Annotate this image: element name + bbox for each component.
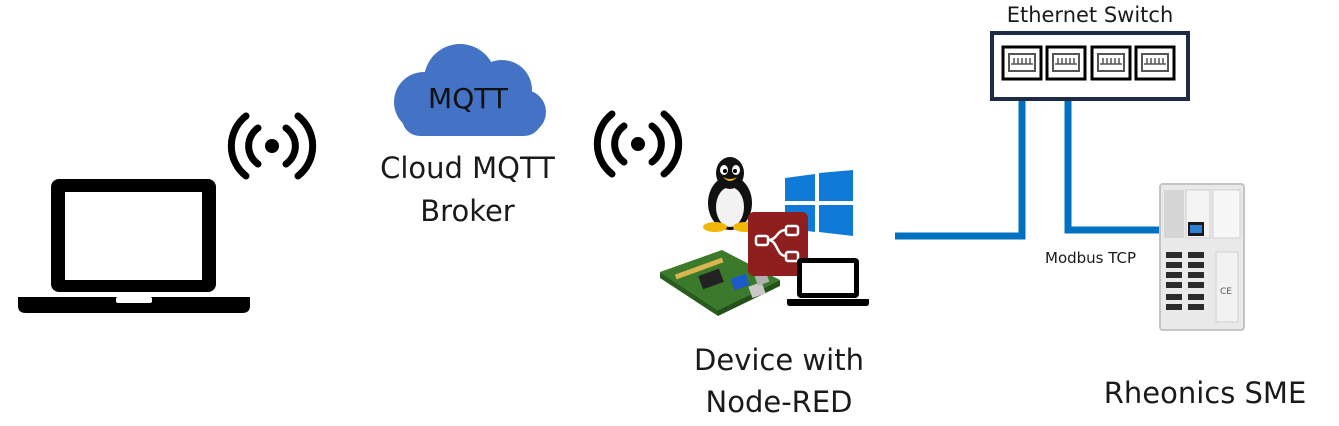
broker-label-line1: Cloud MQTT bbox=[380, 151, 555, 185]
din-rail-module-icon: CE bbox=[1159, 183, 1245, 331]
wireless-signal-icon bbox=[593, 110, 683, 178]
switch-label: Ethernet Switch bbox=[1006, 3, 1174, 27]
wireless-signal-icon bbox=[227, 112, 317, 180]
modbus-tcp-label: Modbus TCP bbox=[1045, 249, 1137, 267]
ethernet-port-icon bbox=[1134, 45, 1176, 81]
tux-penguin-icon bbox=[703, 157, 757, 232]
laptop-icon bbox=[18, 179, 250, 313]
sme-label: Rheonics SME bbox=[1103, 376, 1307, 410]
svg-text:CE: CE bbox=[1220, 287, 1232, 297]
device-label-line2: Node-RED bbox=[705, 385, 853, 419]
broker-label-line2: Broker bbox=[420, 194, 515, 228]
cloud-icon bbox=[394, 44, 546, 136]
ethernet-cable-sme bbox=[1064, 88, 1200, 234]
ethernet-port-icon bbox=[1090, 45, 1132, 81]
device-label-line1: Device with bbox=[694, 343, 864, 377]
cloud-label: MQTT bbox=[428, 82, 508, 115]
laptop-icon bbox=[787, 258, 869, 306]
ethernet-port-icon bbox=[1001, 45, 1043, 81]
ethernet-cable-device bbox=[895, 88, 1026, 240]
ethernet-port-icon bbox=[1045, 45, 1087, 81]
ethernet-switch-icon bbox=[990, 31, 1190, 101]
node-red-icon bbox=[748, 212, 808, 276]
